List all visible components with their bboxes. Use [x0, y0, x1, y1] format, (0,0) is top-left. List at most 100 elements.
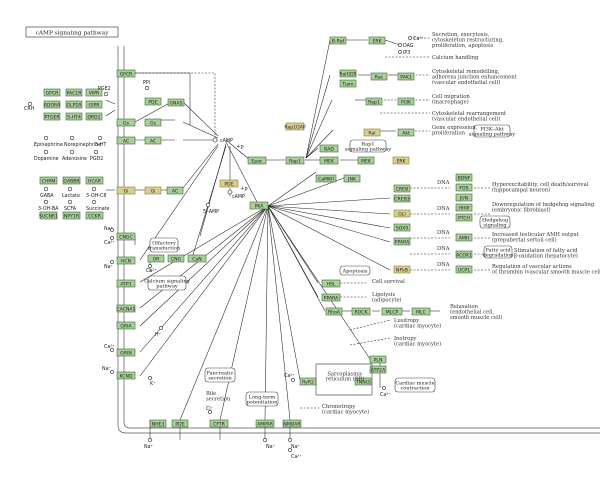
gene-gi-1[interactable]: Gi	[116, 186, 136, 195]
gene-acox1[interactable]: ACOX1	[455, 250, 473, 259]
gene-gabbr[interactable]: GABBR	[62, 176, 80, 185]
gene-hcar[interactable]: HCAR	[85, 176, 104, 185]
gene-orx[interactable]: OR	[147, 254, 165, 263]
cpd-na-3[interactable]: Na⁺	[102, 366, 114, 374]
gene-ptch[interactable]: PTCH	[455, 213, 473, 222]
cpd-na-1[interactable]: Na⁺	[104, 226, 114, 232]
gene-hsl[interactable]: HSL	[321, 279, 341, 288]
gene-nfkb[interactable]: NFkB	[393, 265, 411, 274]
cpd-na-b3[interactable]: Na⁺	[288, 438, 301, 450]
gene-akt[interactable]: Akt	[397, 128, 415, 137]
gene-htr[interactable]: 5-HT4	[65, 112, 83, 121]
gene-hhip[interactable]: HHIP	[455, 203, 473, 212]
cpd-ca-3[interactable]: Ca²⁺	[104, 344, 115, 352]
gene-ppara-2[interactable]: PPARA	[321, 293, 341, 302]
gene-ac-2[interactable]: AC	[144, 136, 162, 145]
cpd-pgd2[interactable]: PGD2	[90, 149, 103, 162]
cpd-ca-2[interactable]: Ca²⁺	[146, 264, 157, 274]
cpd-na-b2[interactable]: Na⁺	[263, 438, 276, 450]
gene-npy[interactable]: NPY1R	[62, 211, 81, 220]
gene-gpcr[interactable]: GPCR	[43, 88, 61, 97]
cpd-ca-top[interactable]: Ca²⁺	[408, 36, 424, 42]
cpd-ca-b[interactable]: Ca²⁺	[288, 448, 302, 460]
gene-bdnf[interactable]: BDNF	[455, 173, 473, 182]
gene-mlcp[interactable]: MLCP	[381, 307, 403, 316]
gene-epac[interactable]: Epac	[247, 156, 267, 165]
gene-rock[interactable]: ROCK	[351, 307, 371, 316]
gene-kcnq[interactable]: KCNQ	[116, 371, 136, 380]
gene-ryr[interactable]: RyR2	[299, 377, 317, 386]
cpd-crh[interactable]: CRH	[24, 101, 35, 112]
gene-rap1gap[interactable]: Rap1GAP	[284, 122, 306, 131]
gene-creb-1[interactable]: CREB	[393, 184, 411, 193]
gene-mek[interactable]: MEK	[319, 156, 339, 165]
gene-glr[interactable]: GLP1R	[65, 100, 82, 109]
cpd-ca-sr2[interactable]: Ca²⁺	[380, 386, 391, 398]
cpd-ip3[interactable]: IP3	[398, 50, 410, 56]
cpd-h-1[interactable]: H⁺	[155, 326, 163, 338]
gene-pde-1[interactable]: PDE	[144, 97, 162, 106]
gene-pak1[interactable]: PAK1	[397, 72, 415, 81]
gene-gpcr-m[interactable]: GPCR	[116, 69, 136, 78]
gene-gs-2[interactable]: Gs	[144, 118, 162, 127]
gene-myl[interactable]: MLC	[411, 307, 431, 316]
cpd-norepinephrine[interactable]: Norepinephrine	[64, 135, 101, 148]
cpd-ca-1[interactable]: Ca²⁺	[104, 236, 115, 246]
gene-tiam[interactable]: Tiam	[339, 79, 357, 88]
gene-vipr[interactable]: VIPR	[85, 88, 103, 97]
cpd-lactate[interactable]: Lactate	[62, 186, 80, 199]
gene-drd[interactable]: DRD1	[85, 112, 103, 121]
cpd-succinate[interactable]: Succinate	[86, 199, 110, 212]
gene-gria[interactable]: GRIA	[116, 321, 136, 330]
gene-pde[interactable]: PDE	[219, 179, 239, 188]
gene-braf[interactable]: B-Raf	[329, 36, 347, 45]
gene-gi-2[interactable]: Gi	[144, 186, 162, 195]
gene-jun[interactable]: JUN	[455, 193, 473, 202]
cpd-adenosine[interactable]: Adenosine	[62, 149, 87, 162]
gene-ppara[interactable]: PPARA	[393, 237, 411, 246]
gene-ampa[interactable]: AMPAR	[255, 419, 275, 428]
cpd-epinephrine[interactable]: Epinephrine	[34, 135, 63, 148]
cpd-k-1[interactable]: K⁺	[148, 376, 156, 387]
cpd-cl-b[interactable]: Cl⁻	[206, 406, 214, 414]
gene-gipr[interactable]: GIPR	[85, 100, 103, 109]
gene-mek2[interactable]: MEK	[357, 156, 375, 165]
gene-cckr[interactable]: CCKR	[85, 211, 104, 220]
cpd-atp[interactable]: cAMP	[212, 137, 233, 144]
gene-ral[interactable]: Ral	[363, 128, 381, 137]
gene-creb-2[interactable]: CREB3	[393, 194, 411, 203]
gene-ptger[interactable]: PTGER	[43, 112, 60, 121]
gene-gli[interactable]: GLI	[393, 209, 411, 218]
gene-camkii[interactable]: CaMKII	[315, 174, 337, 183]
cpd-dopamine[interactable]: Dopamine	[34, 149, 59, 162]
gene-atp1[interactable]: ATP1	[116, 279, 136, 288]
gene-grin[interactable]: GRIN	[116, 348, 136, 357]
gene-ach[interactable]: CHRM	[39, 176, 58, 185]
gene-tnni3[interactable]: TNNI3	[354, 377, 372, 386]
gene-hcn[interactable]: HCN	[116, 256, 136, 265]
gene-ralgds[interactable]: RalGDS	[339, 69, 357, 78]
gene-ucp1[interactable]: UCP1	[455, 265, 473, 274]
cpd-ca-sr[interactable]: Ca²⁺	[284, 373, 295, 382]
gene-erk[interactable]: ERK	[368, 36, 386, 45]
cpd-na-2[interactable]: Na⁺	[104, 260, 114, 270]
gene-rap1[interactable]: Rap1	[285, 156, 305, 165]
gene-pln[interactable]: PLN	[369, 355, 387, 364]
gene-pka[interactable]: PKA	[249, 201, 269, 210]
cpd-gaba[interactable]: GABA	[40, 186, 54, 199]
gene-jnk[interactable]: JNK	[343, 174, 361, 183]
gene-gnas[interactable]: GNAS	[167, 98, 185, 107]
cpd-serotonin[interactable]: 5-HT	[95, 135, 106, 148]
cpd-pge2[interactable]: PGE2	[98, 86, 111, 97]
cpd-bhb[interactable]: 3-OH-BA	[38, 199, 59, 212]
gene-nhe[interactable]: NHE3	[149, 419, 167, 428]
cpd-hca[interactable]: 3-OH-C8	[86, 186, 106, 199]
cpd-dag[interactable]: DAG	[398, 43, 414, 49]
gene-fos[interactable]: FOS	[455, 183, 473, 192]
gene-erk-2[interactable]: ERK	[392, 156, 410, 165]
cpd-gtp[interactable]: PPi	[143, 80, 150, 91]
